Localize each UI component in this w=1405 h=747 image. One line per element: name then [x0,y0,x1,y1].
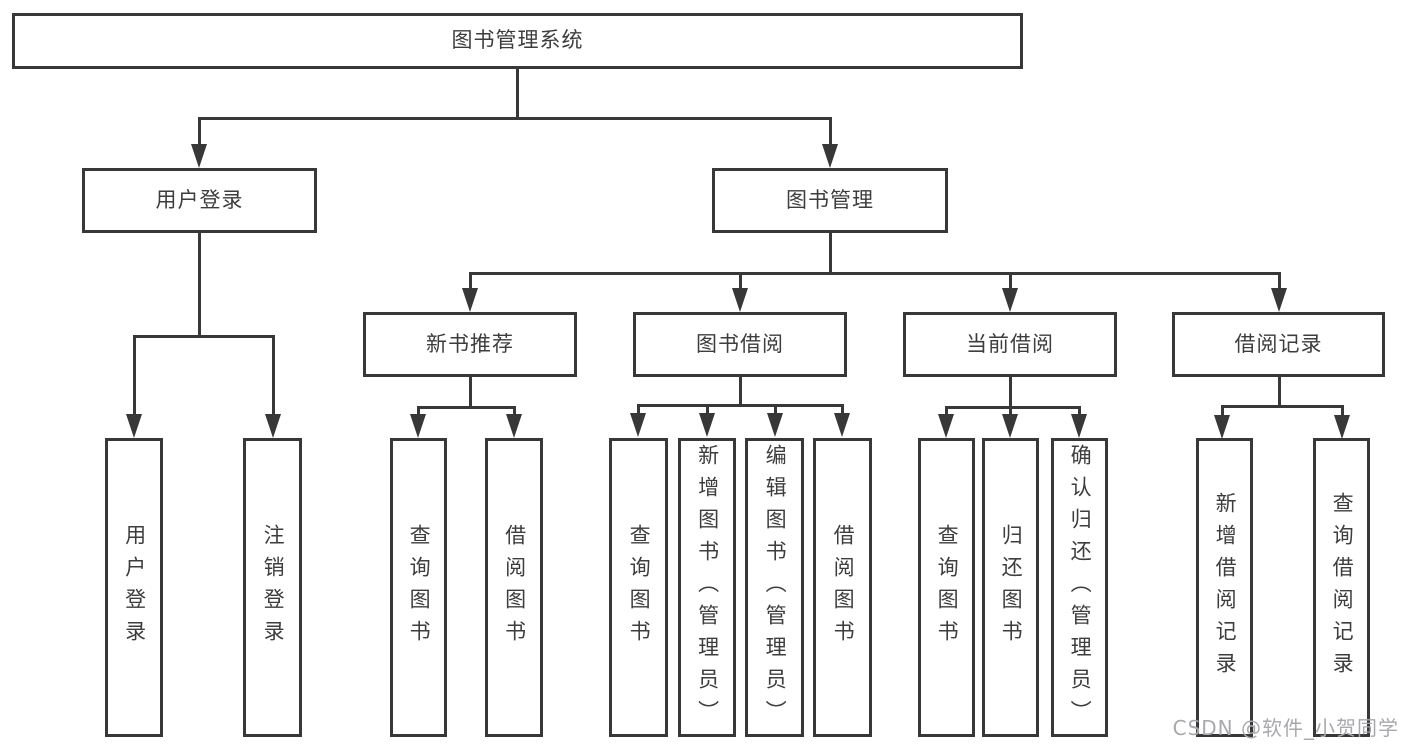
connector-branch-user-login [133,335,136,416]
node-leaf-edit-books-admin: 编辑图书（管理员） [745,438,804,737]
node-leaf-return-books: 归还图书 [982,438,1039,737]
node-leaf-query-borrow-rec: 查询借阅记录 [1313,438,1370,737]
arrow-down-icon [410,414,426,438]
connector-stem-book-borrowing [739,377,742,406]
connector-rail-borrowing-records [1221,405,1343,408]
node-current-borrowing: 当前借阅 [903,312,1117,377]
node-leaf-query-books-1: 查询图书 [390,438,447,737]
connector-branch-new-book-recommend [417,406,420,416]
node-book-management: 图书管理 [712,168,948,233]
node-label: 新书推荐 [426,331,514,356]
arrow-down-icon [265,414,281,438]
arrow-down-icon [126,414,142,438]
arrow-down-icon [1071,414,1087,438]
arrow-down-icon [1002,414,1018,438]
node-leaf-add-borrow-rec: 新增借阅记录 [1196,438,1253,737]
connector-branch-book-management [1009,272,1012,290]
connector-branch-new-book-recommend [513,406,516,416]
node-label: 注销登录 [261,523,286,652]
connector-stem-root-system [516,68,519,119]
node-label: 图书管理系统 [451,28,584,53]
node-label: 借阅记录 [1234,331,1323,356]
connector-branch-root-system [829,117,832,146]
connector-branch-root-system [198,117,201,146]
node-root-system: 图书管理系统 [12,13,1023,69]
connector-rail-book-management [469,272,1280,275]
node-label: 图书借阅 [696,331,784,356]
node-label: 用户登录 [122,523,147,652]
arrow-down-icon [732,288,748,312]
connector-rail-book-borrowing [637,404,843,407]
node-label: 借阅图书 [502,523,527,652]
node-label: 编辑图书（管理员） [763,443,788,732]
node-label: 新增图书（管理员） [695,443,720,732]
node-label: 当前借阅 [966,331,1054,356]
node-label: 借阅图书 [831,523,856,652]
connector-branch-book-borrowing [841,404,844,415]
connector-branch-book-management [1278,272,1281,290]
arrow-down-icon [462,288,478,312]
connector-stem-current-borrowing [1009,377,1012,408]
arrow-down-icon [767,413,783,437]
arrow-down-icon [834,413,850,437]
node-new-book-recommend: 新书推荐 [363,312,577,377]
node-leaf-borrow-books-2: 借阅图书 [813,438,872,737]
node-book-borrowing: 图书借阅 [633,312,847,377]
connector-rail-current-borrowing [945,406,1080,409]
arrow-down-icon [630,413,646,437]
connector-stem-new-book-recommend [469,377,472,408]
connector-rail-new-book-recommend [417,406,515,409]
arrow-down-icon [1334,415,1350,439]
node-leaf-query-books-2: 查询图书 [609,438,668,737]
node-borrowing-records: 借阅记录 [1172,312,1385,377]
connector-branch-book-borrowing [637,404,640,415]
arrow-down-icon [822,144,838,168]
node-label: 归还图书 [999,523,1024,652]
node-leaf-query-books-3: 查询图书 [918,438,975,737]
node-label: 查询图书 [407,523,432,652]
connector-rail-user-login [133,335,274,338]
csdn-watermark: CSDN @软件_小贺同学 [1172,716,1399,740]
arrow-down-icon [191,144,207,168]
connector-branch-book-management [469,272,472,290]
connector-branch-book-borrowing [706,404,709,415]
node-label: 图书管理 [786,187,874,212]
node-leaf-user-login: 用户登录 [105,438,163,737]
node-label: 查询借阅记录 [1330,491,1355,684]
node-leaf-logout: 注销登录 [243,438,302,737]
connector-stem-book-management [829,233,832,274]
connector-branch-borrowing-records [1221,405,1224,417]
node-leaf-confirm-return: 确认归还（管理员） [1051,438,1108,737]
connector-branch-current-borrowing [1078,406,1081,416]
node-label: 用户登录 [155,187,244,212]
connector-branch-current-borrowing [1009,406,1012,416]
arrow-down-icon [1002,288,1018,312]
connector-stem-borrowing-records [1278,377,1281,407]
connector-branch-book-management [739,272,742,290]
node-label: 查询图书 [627,523,652,652]
arrow-down-icon [1214,415,1230,439]
node-label: 确认归还（管理员） [1068,443,1093,732]
connector-branch-user-login [272,335,275,416]
node-user-login: 用户登录 [82,168,317,233]
connector-rail-root-system [198,117,831,120]
arrow-down-icon [1271,288,1287,312]
connector-branch-borrowing-records [1341,405,1344,417]
node-label: 查询图书 [935,523,960,652]
arrow-down-icon [938,414,954,438]
connector-stem-user-login [198,233,201,337]
node-label: 新增借阅记录 [1213,491,1238,684]
node-leaf-add-books-admin: 新增图书（管理员） [678,438,736,737]
node-leaf-borrow-books-1: 借阅图书 [485,438,543,737]
arrow-down-icon [506,414,522,438]
connector-branch-book-borrowing [774,404,777,415]
connector-branch-current-borrowing [945,406,948,416]
arrow-down-icon [699,413,715,437]
